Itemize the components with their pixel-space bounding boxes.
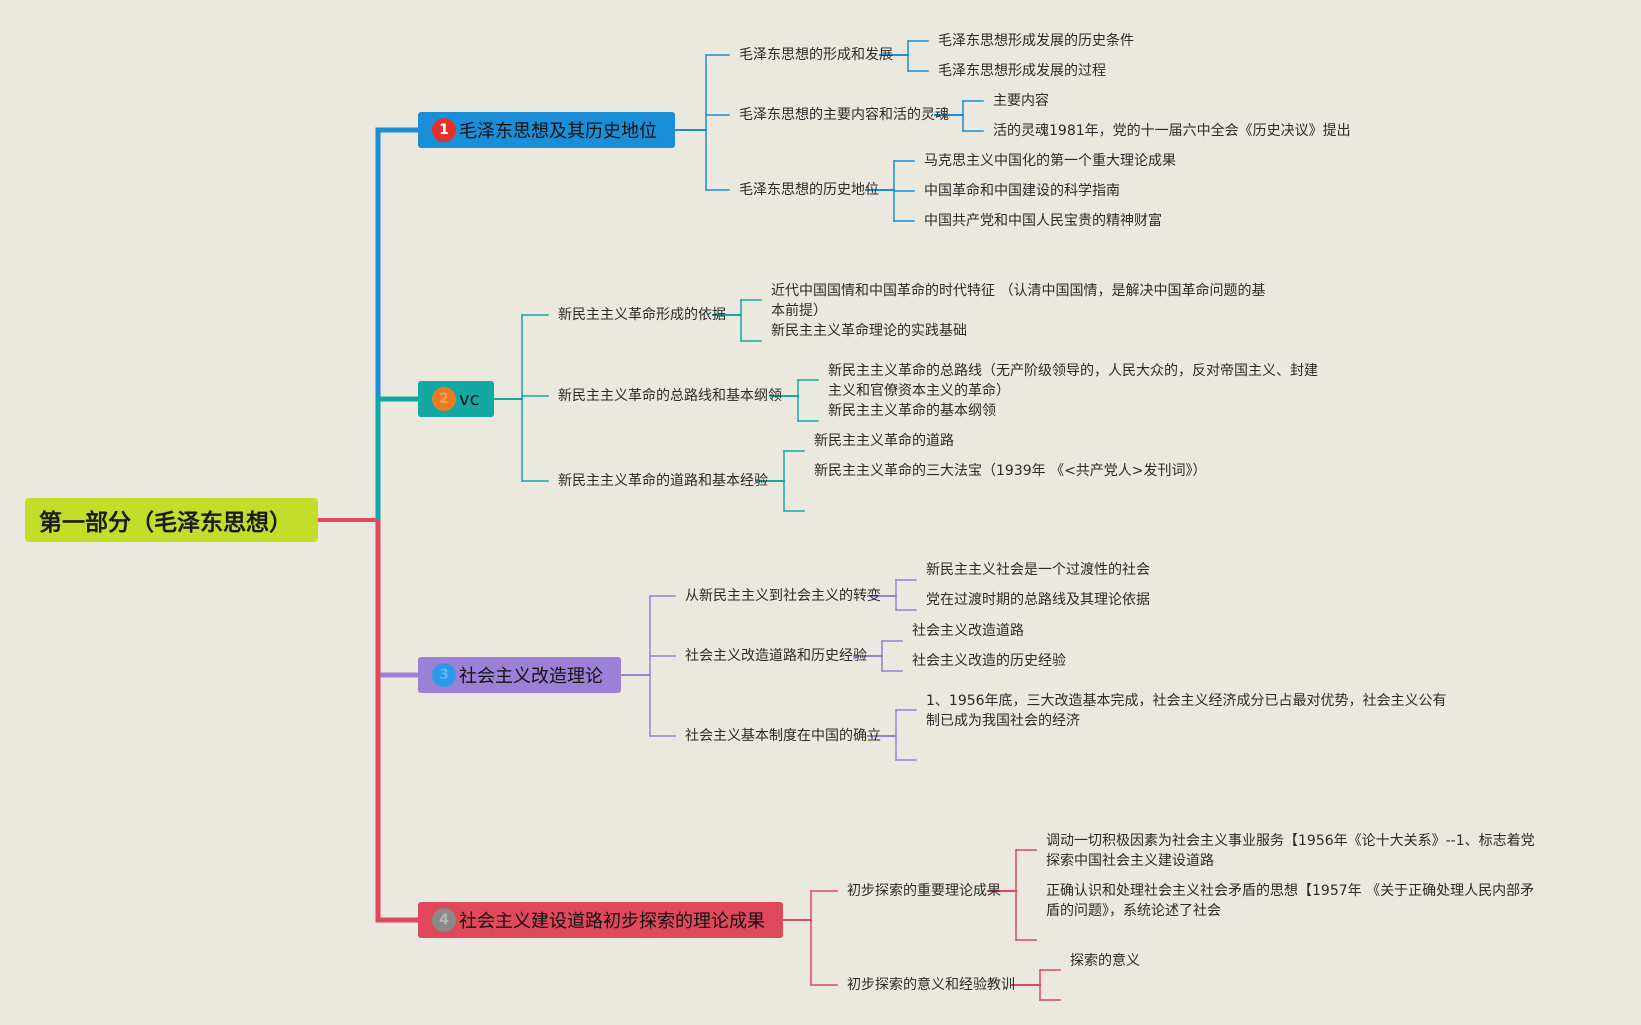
leaf-1-3-3[interactable]: 中国共产党和中国人民宝贵的精神财富 [924, 213, 1162, 229]
leaf-2-2-2[interactable]: 新民主主义革命的基本纲领 [828, 403, 996, 419]
leaf-2-1-1[interactable]: 近代中国国情和中国革命的时代特征 （认清中国国情，是解决中国革命问题的基本前提） [771, 283, 1266, 319]
subtopic-1-1[interactable]: 毛泽东思想的形成和发展 [739, 47, 893, 63]
leaf-2-3-1[interactable]: 新民主主义革命的道路 [814, 433, 954, 449]
leaf-4-1-2[interactable]: 正确认识和处理社会主义社会矛盾的思想【1957年 《关于正确处理人民内部矛盾的问… [1046, 883, 1535, 919]
topic-label: vc [459, 388, 480, 410]
topic-label: 毛泽东思想及其历史地位 [459, 121, 657, 142]
root-topic-label: 第一部分（毛泽东思想） [39, 510, 292, 536]
root-topic[interactable]: 第一部分（毛泽东思想） [25, 498, 318, 542]
subtopic-1-3[interactable]: 毛泽东思想的历史地位 [739, 182, 879, 198]
subtopic-2-1[interactable]: 新民主主义革命形成的依据 [558, 307, 726, 323]
subtopic-4-1[interactable]: 初步探索的重要理论成果 [847, 883, 1001, 899]
leaf-3-2-1[interactable]: 社会主义改造道路 [912, 623, 1024, 639]
number-badge-icon: 1 [432, 118, 456, 142]
subtopic-4-2[interactable]: 初步探索的意义和经验教训 [847, 977, 1015, 993]
subtopic-3-2[interactable]: 社会主义改造道路和历史经验 [685, 648, 867, 664]
leaf-3-2-2[interactable]: 社会主义改造的历史经验 [912, 653, 1066, 669]
topic-connector-3 [375, 520, 418, 678]
subtopic-2-3[interactable]: 新民主主义革命的道路和基本经验 [558, 473, 768, 489]
leaf-1-3-1[interactable]: 马克思主义中国化的第一个重大理论成果 [924, 153, 1176, 169]
subtopic-3-3[interactable]: 社会主义基本制度在中国的确立 [685, 728, 881, 744]
leaf-1-2-2[interactable]: 活的灵魂1981年，党的十一届六中全会《历史决议》提出 [993, 123, 1351, 139]
leaf-1-1-1[interactable]: 毛泽东思想形成发展的历史条件 [938, 33, 1134, 49]
topic-label: 社会主义改造理论 [459, 666, 603, 687]
topic-connector-4 [375, 520, 418, 923]
leaf-4-1-1[interactable]: 调动一切积极因素为社会主义事业服务【1956年《论十大关系》--1、标志着党探索… [1046, 833, 1535, 869]
topic-connector-2 [375, 396, 418, 520]
leaf-2-2-1[interactable]: 新民主主义革命的总路线（无产阶级领导的，人民大众的，反对帝国主义、封建主义和官僚… [828, 363, 1318, 399]
leaf-3-1-2[interactable]: 党在过渡时期的总路线及其理论依据 [926, 592, 1150, 608]
leaf-1-3-2[interactable]: 中国革命和中国建设的科学指南 [924, 183, 1120, 199]
number-badge-icon: 4 [432, 908, 456, 932]
number-badge-icon: 2 [432, 387, 456, 411]
leaf-1-2-1[interactable]: 主要内容 [993, 93, 1049, 109]
topic-connector-1 [375, 127, 418, 520]
leaf-4-2-1[interactable]: 探索的意义 [1070, 953, 1140, 969]
leaf-1-1-2[interactable]: 毛泽东思想形成发展的过程 [938, 63, 1106, 79]
subtopic-3-1[interactable]: 从新民主主义到社会主义的转变 [685, 588, 881, 604]
leaf-3-3-1[interactable]: 1、1956年底，三大改造基本完成，社会主义经济成分已占最对优势，社会主义公有制… [926, 693, 1447, 729]
subtopic-2-2[interactable]: 新民主主义革命的总路线和基本纲领 [558, 388, 782, 404]
leaf-3-1-1[interactable]: 新民主主义社会是一个过渡性的社会 [926, 562, 1150, 578]
number-badge-icon: 3 [432, 663, 456, 687]
leaf-2-3-2[interactable]: 新民主主义革命的三大法宝（1939年 《<共产党人>发刊词》） [814, 463, 1207, 479]
subtopic-1-2[interactable]: 毛泽东思想的主要内容和活的灵魂 [739, 107, 949, 123]
topic-label: 社会主义建设道路初步探索的理论成果 [459, 911, 765, 932]
leaf-2-1-2[interactable]: 新民主主义革命理论的实践基础 [771, 323, 967, 339]
